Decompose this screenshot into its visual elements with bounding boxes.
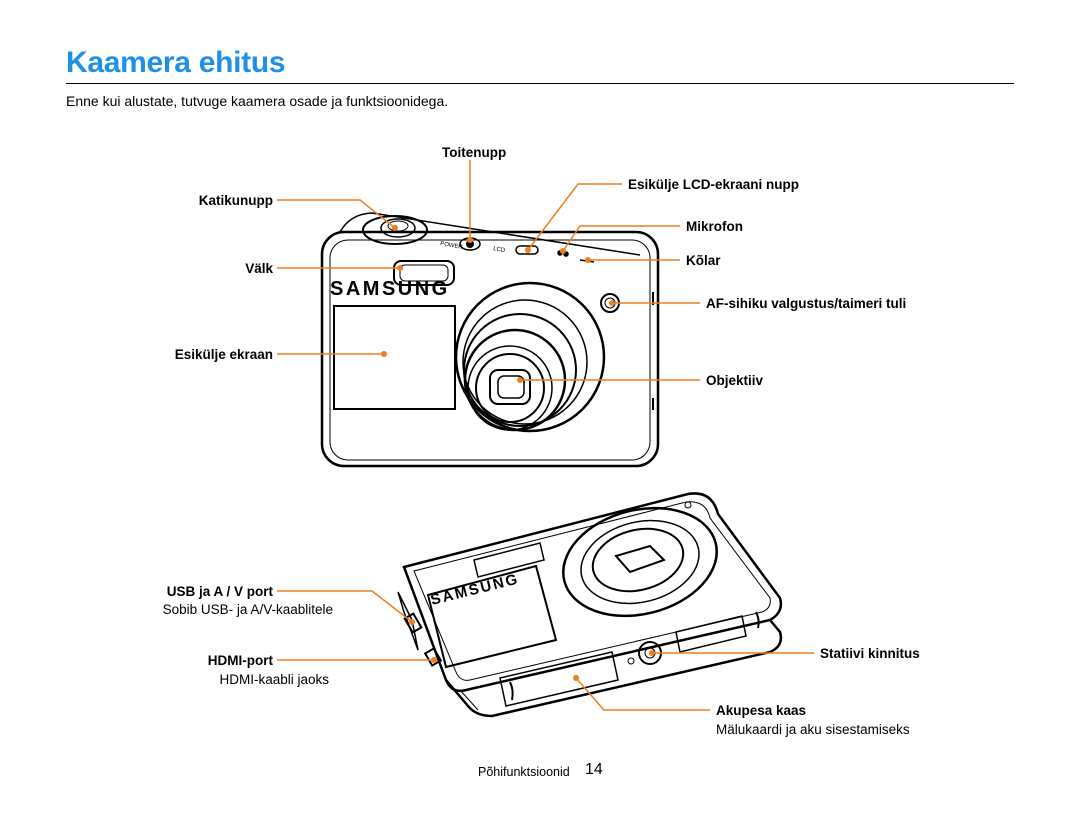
camera-front-view [320,212,660,468]
desc-hdmi-port: HDMI-kaabli jaoks [219,672,329,687]
label-speaker: Kõlar [686,253,721,268]
footer-section-name: Põhifunktsioonid [478,765,570,779]
label-battery-cover: Akupesa kaas [716,703,807,718]
label-front-screen: Esikülje ekraan [174,347,273,362]
label-lens: Objektiiv [706,373,764,388]
footer-page-number: 14 [585,761,603,778]
brand-logo-front: SAMSUNG [330,278,450,300]
label-tripod-mount: Statiivi kinnitus [820,646,920,661]
camera-bottom-view [397,492,783,718]
label-hdmi-port: HDMI-port [207,653,273,668]
callout-lines [277,160,814,711]
power-marking: POWER [440,241,464,251]
callout-dots [381,225,655,681]
desc-battery-cover: Mälukaardi ja aku sisestamiseks [716,722,910,737]
brand-logo-bottom: SAMSUNG [429,570,521,608]
label-af-lamp: AF-sihiku valgustus/taimeri tuli [706,296,907,311]
label-front-lcd-button: Esikülje LCD-ekraani nupp [628,177,800,192]
label-power-button: Toitenupp [442,145,507,160]
lcd-marking: LCD [493,246,507,254]
desc-usb-port: Sobib USB- ja A/V-kaablitele [162,602,333,617]
intro-text: Enne kui alustate, tutvuge kaamera osade… [66,93,449,109]
label-flash: Välk [245,261,273,276]
page-title: Kaamera ehitus [66,46,286,79]
title-divider [66,83,1014,84]
label-microphone: Mikrofon [686,219,743,234]
label-usb-port: USB ja A / V port [166,584,273,599]
label-shutter-button: Katikunupp [198,193,273,208]
